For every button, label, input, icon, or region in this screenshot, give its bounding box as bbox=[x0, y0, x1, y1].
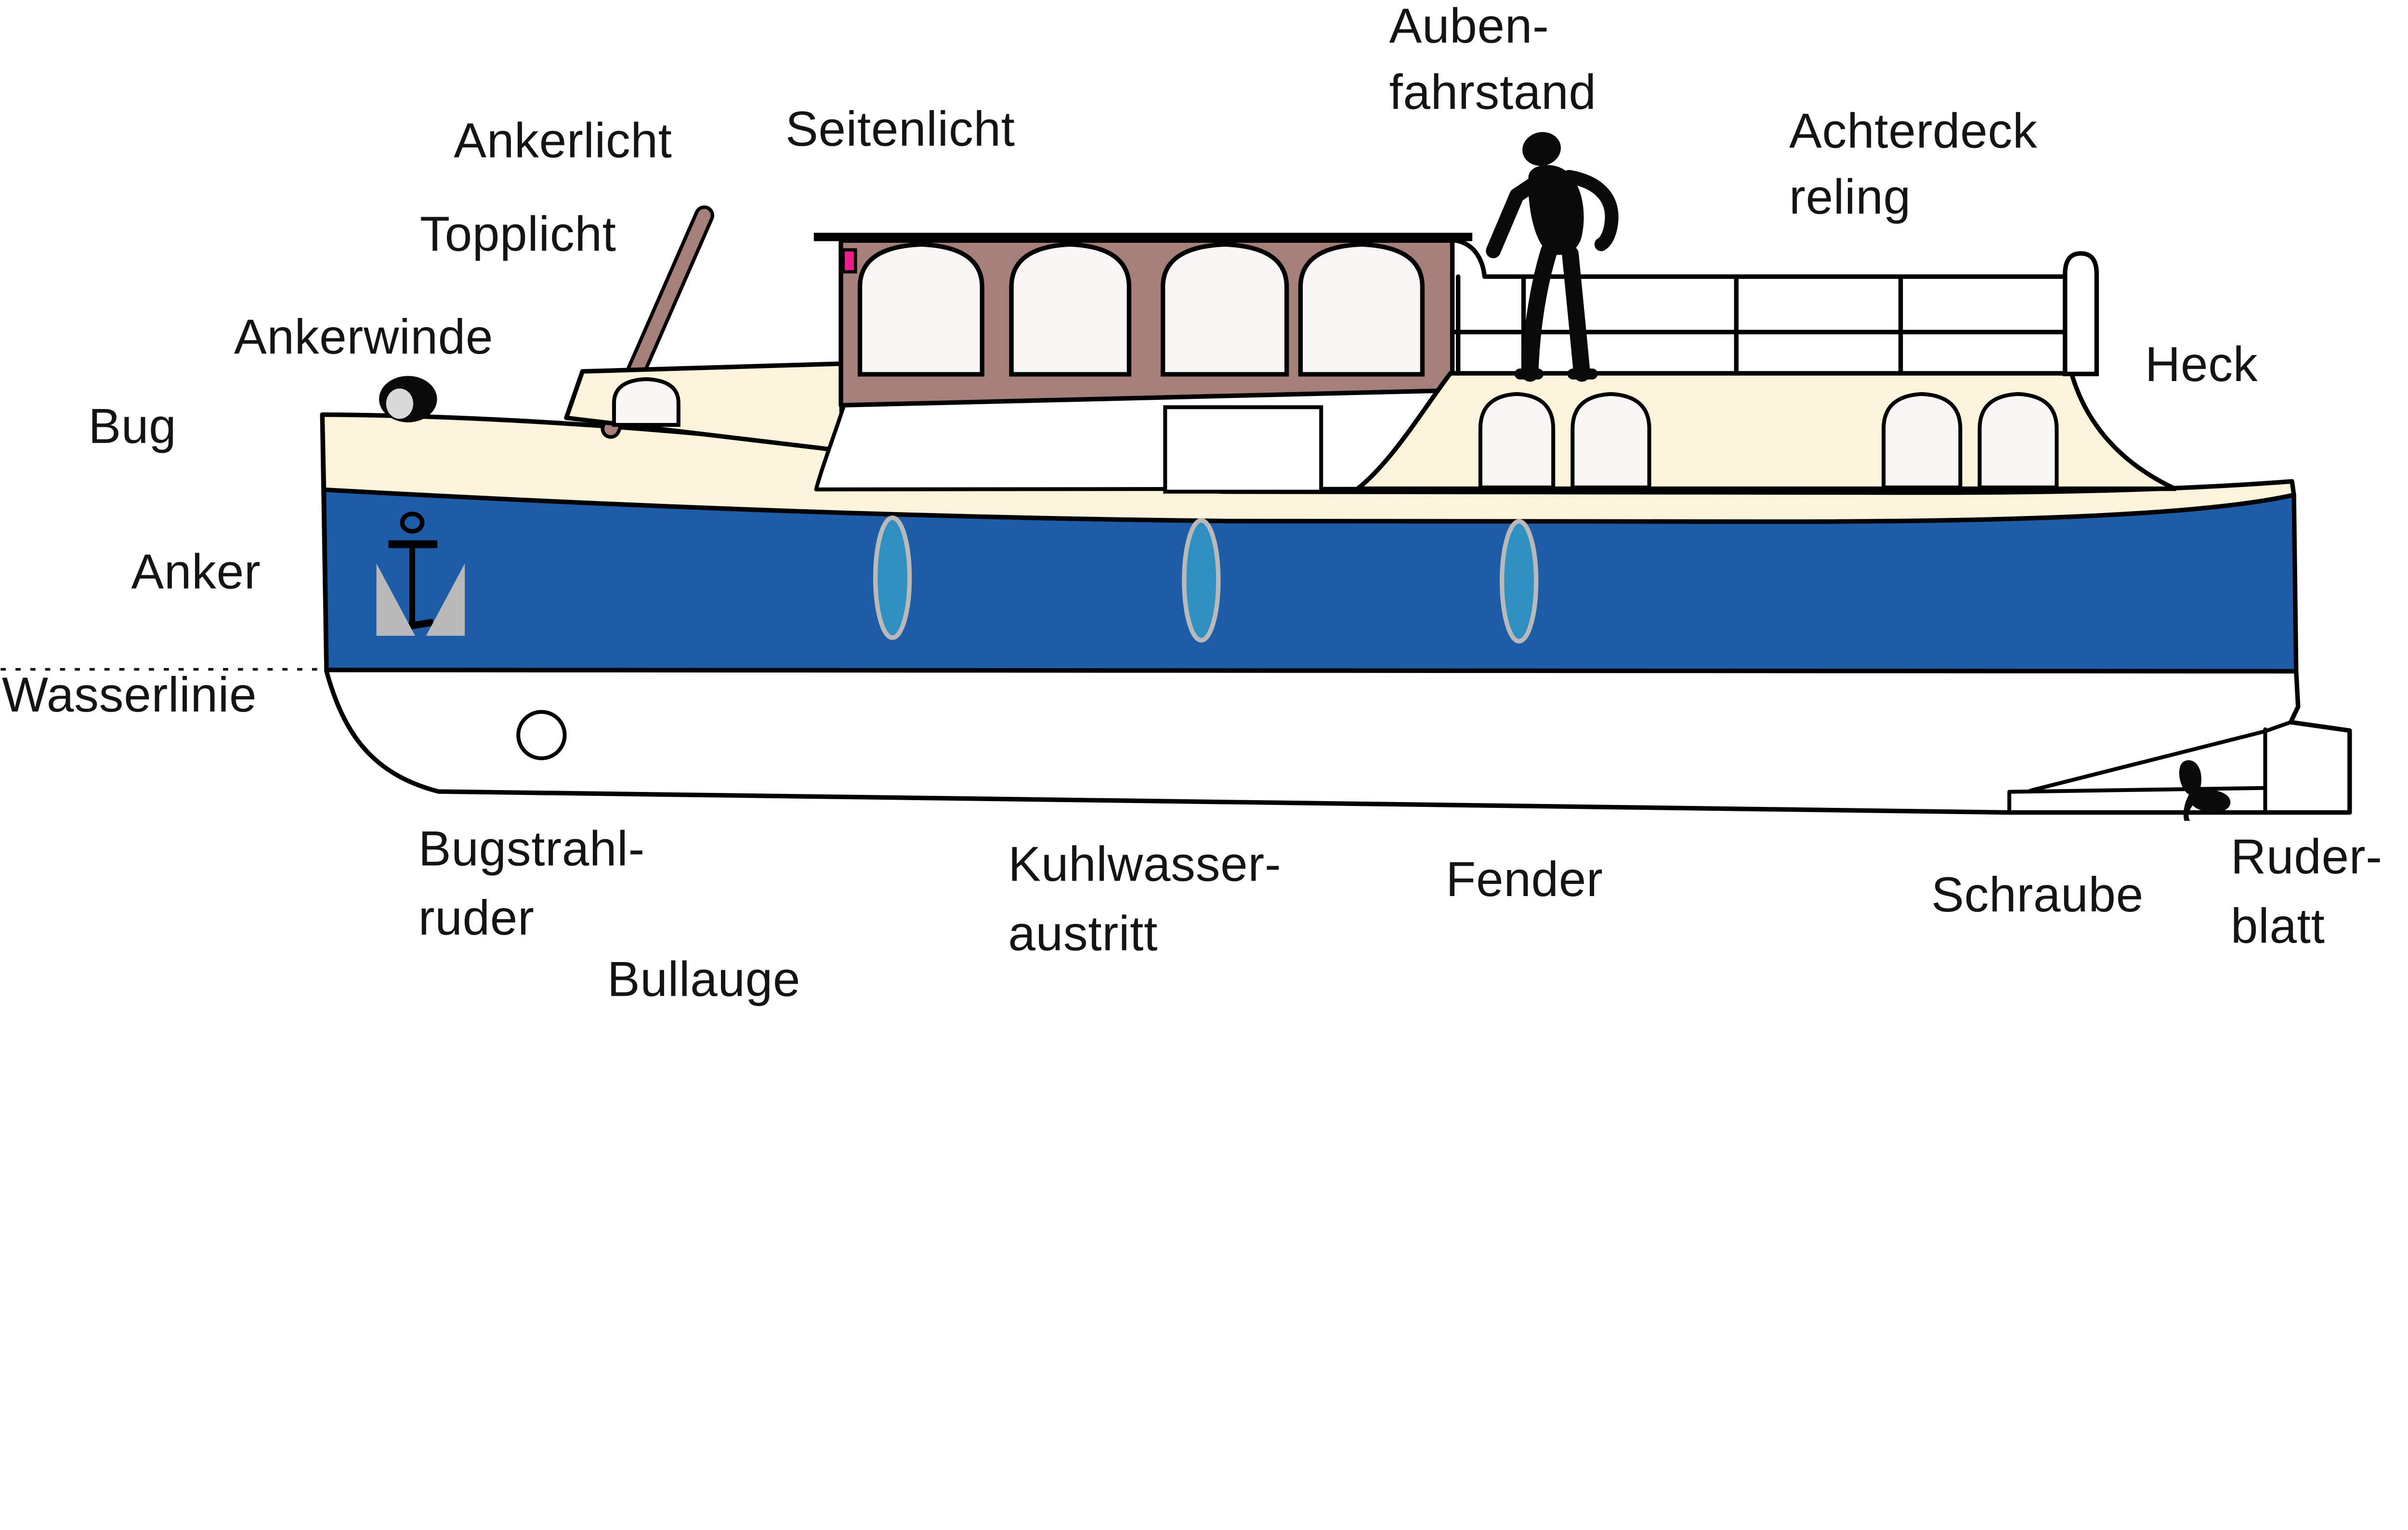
aft-window-2 bbox=[1570, 392, 1651, 489]
anchor-fluke-right bbox=[426, 563, 465, 636]
fore-windshield-window bbox=[612, 377, 681, 427]
cabin-window-4 bbox=[1298, 242, 1425, 377]
person-right-leg bbox=[1562, 245, 1591, 382]
anchor-fluke-left bbox=[376, 563, 416, 636]
label-ruderblatt-line2: blatt bbox=[2231, 898, 2325, 953]
person-figure bbox=[1486, 132, 1619, 382]
skeg-diagonal-line bbox=[2028, 729, 2267, 793]
anchor-winch-inner bbox=[386, 388, 413, 419]
fender-2 bbox=[1182, 518, 1221, 643]
aft-window-4 bbox=[1977, 392, 2059, 489]
achterdeck-railing bbox=[1451, 237, 2099, 377]
label-bugstrahlruder-line1: Bugstrahl- bbox=[419, 821, 645, 876]
label-ankerlicht: Ankerlicht bbox=[454, 113, 672, 168]
label-kuhlwasseraustritt-line1: Kuhlwasser- bbox=[1008, 836, 1281, 891]
deck-door bbox=[1163, 405, 1323, 494]
label-seitenlicht: Seitenlicht bbox=[785, 102, 1015, 157]
aft-window-1 bbox=[1478, 392, 1556, 489]
person-torso bbox=[1528, 165, 1584, 255]
label-kuhlwasseraustritt-line2: austritt bbox=[1008, 906, 1158, 961]
label-aubenfahrstand-line2: fahrstand bbox=[1389, 65, 1596, 119]
label-bugstrahlruder-line2: ruder bbox=[419, 890, 535, 945]
label-ankerwinde: Ankerwinde bbox=[234, 309, 493, 364]
label-fender: Fender bbox=[1446, 852, 1603, 907]
person-left-leg bbox=[1521, 242, 1557, 382]
label-bug: Bug bbox=[88, 399, 176, 454]
person-head bbox=[1522, 132, 1561, 166]
labels: Auben- fahrstand Ankerlicht Seitenlicht … bbox=[2, 0, 2382, 1006]
person-front-arm bbox=[1486, 173, 1546, 259]
propeller bbox=[2179, 760, 2231, 821]
propeller-upper-blade bbox=[2179, 760, 2201, 795]
label-heck: Heck bbox=[2145, 337, 2258, 392]
skeg-step-line bbox=[2007, 786, 2267, 815]
anchor-symbol bbox=[376, 512, 465, 636]
boat-diagram: Auben- fahrstand Ankerlicht Seitenlicht … bbox=[0, 0, 2382, 1007]
rudder-blade-top-edge bbox=[2263, 720, 2352, 733]
aft-window-3 bbox=[1882, 392, 1963, 489]
railing-end-post bbox=[2063, 251, 2099, 377]
boat-diagram-canvas: Auben- fahrstand Ankerlicht Seitenlicht … bbox=[0, 0, 2382, 1007]
fender-3 bbox=[1500, 519, 1539, 644]
propeller-lower-blade bbox=[2183, 789, 2231, 821]
label-bullauge: Bullauge bbox=[607, 951, 800, 1006]
label-achterdeckreling-line2: reling bbox=[1789, 170, 1911, 224]
label-topplicht: Topplicht bbox=[420, 207, 616, 262]
cabin-window-3 bbox=[1160, 242, 1289, 377]
aft-deckhouse bbox=[1355, 371, 2177, 491]
cabin-window-2 bbox=[1009, 242, 1132, 377]
railing-corner-curve bbox=[1451, 237, 1487, 279]
cabin-window-1 bbox=[857, 242, 984, 377]
cabin-roof-bar bbox=[813, 233, 1473, 241]
label-wasserlinie: Wasserlinie bbox=[2, 667, 257, 722]
label-aubenfahrstand-line1: Auben- bbox=[1389, 0, 1549, 53]
side-light bbox=[841, 248, 857, 274]
label-ruderblatt-line1: Ruder- bbox=[2231, 829, 2382, 884]
anchor-ring bbox=[400, 512, 425, 534]
person-back-arm bbox=[1562, 170, 1619, 251]
label-anker: Anker bbox=[131, 544, 261, 599]
label-achterdeckreling-line1: Achterdeck bbox=[1789, 104, 2038, 158]
fender-1 bbox=[873, 515, 912, 640]
label-schraube: Schraube bbox=[1931, 867, 2144, 922]
hull-outline bbox=[320, 412, 2352, 815]
porthole bbox=[516, 710, 567, 761]
